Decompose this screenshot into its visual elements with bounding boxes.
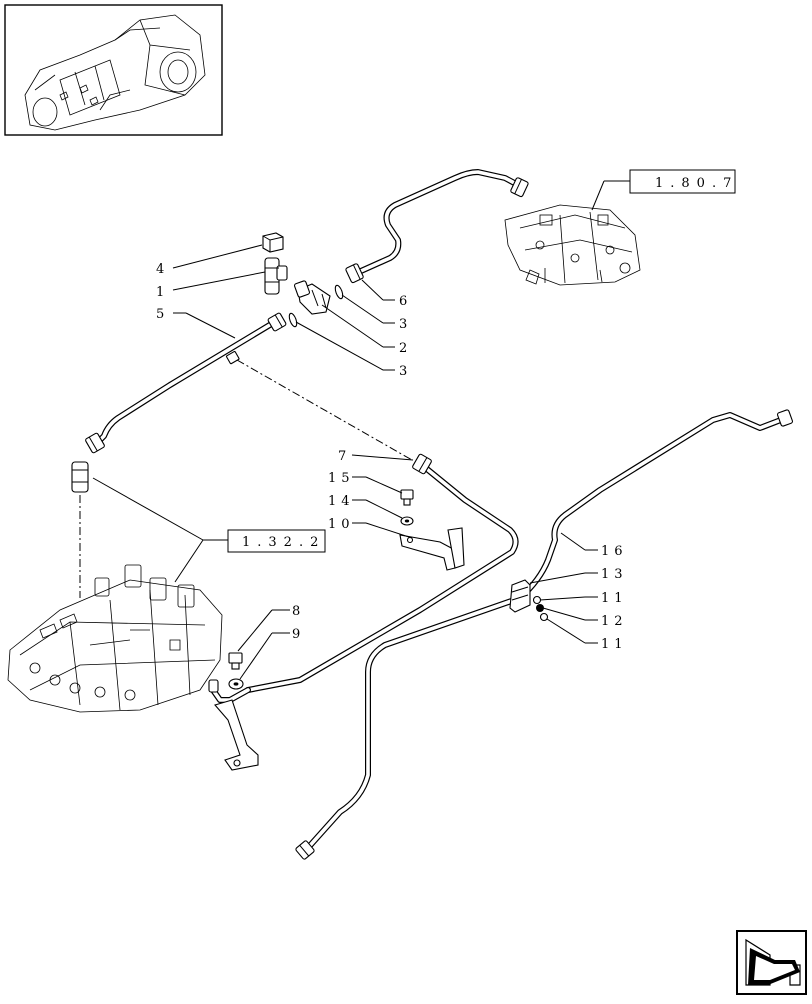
callout-15: 15 — [328, 471, 355, 486]
callout-9: 9 — [292, 627, 305, 642]
callout-5: 5 — [156, 307, 169, 322]
washer-3a[interactable] — [334, 284, 344, 300]
callout-labels: 4 1 5 6 3 2 3 7 15 14 10 16 13 11 12 11 … — [156, 262, 628, 652]
ref-box-1-80-7[interactable]: 1.80.7 — [591, 169, 738, 211]
nut-11b[interactable] — [539, 612, 549, 622]
control-valve-assembly-icon — [7, 564, 223, 713]
washer-3b[interactable] — [288, 312, 298, 328]
valve-block-icon — [504, 204, 641, 286]
bracket-10[interactable] — [399, 527, 465, 571]
callout-3: 3 — [399, 364, 412, 379]
ref-box-label: 1.32.2 — [242, 535, 325, 550]
callout-11: 11 — [601, 591, 628, 606]
callout-12: 12 — [601, 614, 628, 629]
callout-8: 8 — [292, 604, 305, 619]
bracket-lower[interactable] — [214, 699, 259, 771]
leader-lines — [172, 244, 598, 680]
clamp-13[interactable] — [509, 579, 531, 613]
callout-7: 7 — [338, 449, 351, 464]
callout-14: 14 — [328, 494, 355, 509]
callout-10: 10 — [328, 517, 355, 532]
thumbnail-tractor-housing-icon — [4, 4, 223, 136]
callout-16: 16 — [601, 544, 628, 559]
pipe-7[interactable] — [245, 453, 519, 693]
callout-11: 11 — [601, 637, 628, 652]
callout-6: 6 — [399, 294, 412, 309]
bolt-15[interactable] — [400, 489, 414, 506]
nut-11a[interactable] — [532, 595, 542, 605]
washer-14[interactable] — [400, 516, 414, 526]
union-fitting[interactable] — [71, 461, 89, 493]
pipe-16[interactable] — [295, 409, 794, 860]
elbow-fitting-2[interactable] — [293, 280, 331, 315]
ref-box-1-32-2[interactable]: 1.32.2 — [92, 477, 326, 583]
tee-fitting-1[interactable] — [264, 257, 288, 295]
callout-4: 4 — [156, 262, 169, 277]
pipe-5[interactable] — [85, 312, 287, 454]
next-page-arrow-icon[interactable] — [736, 930, 807, 995]
nut-12[interactable] — [536, 604, 544, 612]
washer-9[interactable] — [228, 678, 244, 690]
cap-nut-4[interactable] — [262, 232, 284, 253]
callout-13: 13 — [601, 567, 628, 582]
callout-3: 3 — [399, 317, 412, 332]
pipe-lower[interactable] — [208, 679, 251, 703]
callout-2: 2 — [399, 341, 412, 356]
callout-1: 1 — [156, 285, 169, 300]
pipe-6[interactable] — [345, 169, 529, 284]
bolt-8[interactable] — [228, 652, 243, 670]
ref-box-label: 1.80.7 — [655, 176, 738, 191]
